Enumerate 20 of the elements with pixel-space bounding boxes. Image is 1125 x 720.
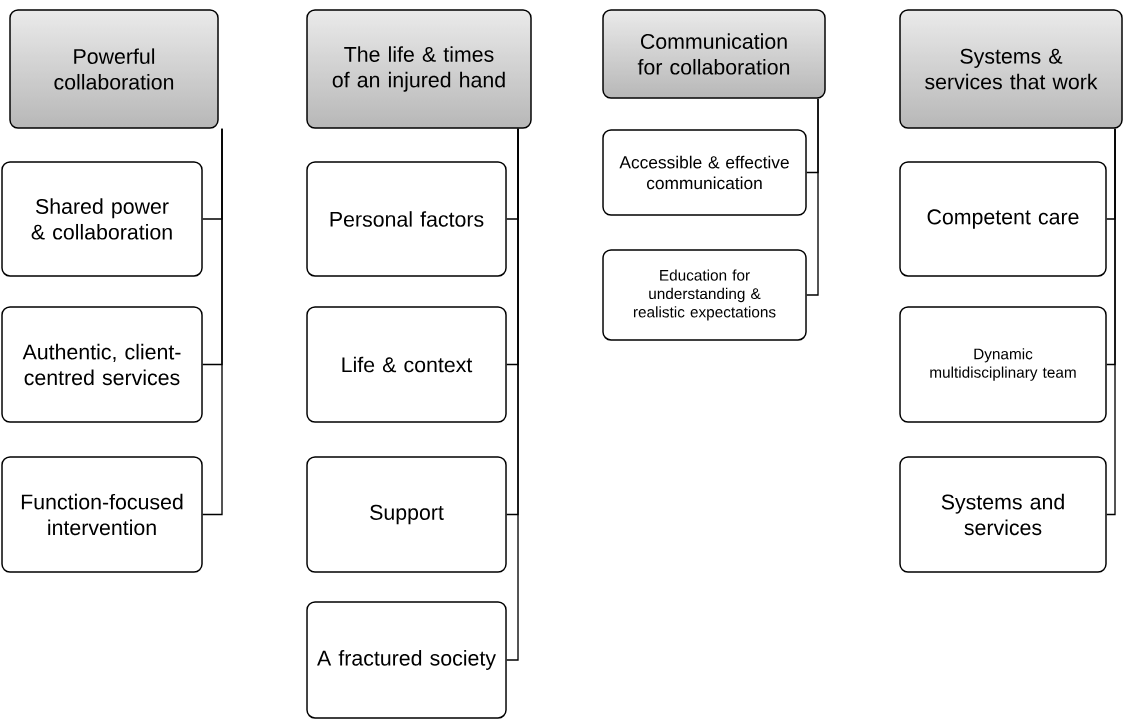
connector-line	[1106, 128, 1116, 516]
heading-box: The life & times of an injured hand	[306, 9, 532, 129]
heading-box: Powerful collaboration	[9, 9, 219, 129]
theme-box: Support	[306, 456, 507, 573]
theme-box: Function-focused intervention	[1, 456, 203, 573]
theme-box: Personal factors	[306, 161, 507, 277]
theme-box: Education for understanding & realistic expectations	[602, 249, 807, 341]
theme-box: Life & context	[306, 306, 507, 423]
theme-box: Competent care	[899, 161, 1107, 277]
heading-box: Communication for collaboration	[602, 9, 826, 99]
theme-box: Shared power & collaboration	[1, 161, 203, 277]
connector-line	[806, 98, 819, 296]
connector-line	[202, 128, 223, 516]
theme-box: Accessible & effective communication	[602, 129, 807, 216]
theme-box: A fractured society	[306, 601, 507, 719]
theme-box: Dynamic multidisciplinary team	[899, 306, 1107, 423]
theme-box: Systems and services	[899, 456, 1107, 573]
heading-box: Systems & services that work	[899, 9, 1123, 129]
theme-box: Authentic, client-centred services	[1, 306, 203, 423]
connector-line	[506, 128, 519, 661]
